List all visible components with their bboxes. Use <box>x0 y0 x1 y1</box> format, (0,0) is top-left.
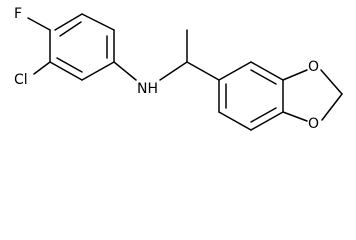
bond-ch-ring <box>186 61 220 81</box>
bond-n-ch <box>159 61 188 81</box>
inner-bond-r2 <box>250 107 277 123</box>
bond-r2-r3 <box>250 61 284 81</box>
bond-c2-c3 <box>81 13 115 31</box>
chlorine-atom-label: Cl <box>14 72 28 88</box>
inner-bond-3 <box>56 57 83 73</box>
bond-r5-r6 <box>218 111 252 131</box>
inner-bond-r1 <box>250 69 277 85</box>
bond-r4-r5 <box>250 111 284 131</box>
bond-c4-c5 <box>81 61 115 81</box>
bond-o-upper-ch2 <box>320 69 343 95</box>
inner-bond-1 <box>59 21 82 37</box>
fluorine-atom-label: F <box>14 6 22 22</box>
bond-c1-c2 <box>54 13 83 31</box>
bond-r1-r2 <box>218 61 252 81</box>
amine-atom-label: NH <box>137 81 158 97</box>
bond-c-f <box>27 17 51 31</box>
bond-ch2-o-lower <box>321 93 343 121</box>
oxygen-lower-atom-label: O <box>308 116 319 132</box>
bond-c-cl <box>33 61 51 75</box>
bond-c5-c6 <box>49 61 83 81</box>
structural-formula: F Cl NH O O <box>14 6 343 132</box>
bond-r3-o-upper <box>282 69 308 81</box>
oxygen-upper-atom-label: O <box>308 59 319 75</box>
bond-ring-n <box>113 61 137 81</box>
dioxole-ring <box>282 69 343 122</box>
structure-canvas: F Cl NH O O <box>14 6 343 132</box>
bond-o-lower-r4 <box>282 111 308 122</box>
left-benzene-ring <box>49 13 115 81</box>
right-benzene-ring <box>218 61 284 131</box>
